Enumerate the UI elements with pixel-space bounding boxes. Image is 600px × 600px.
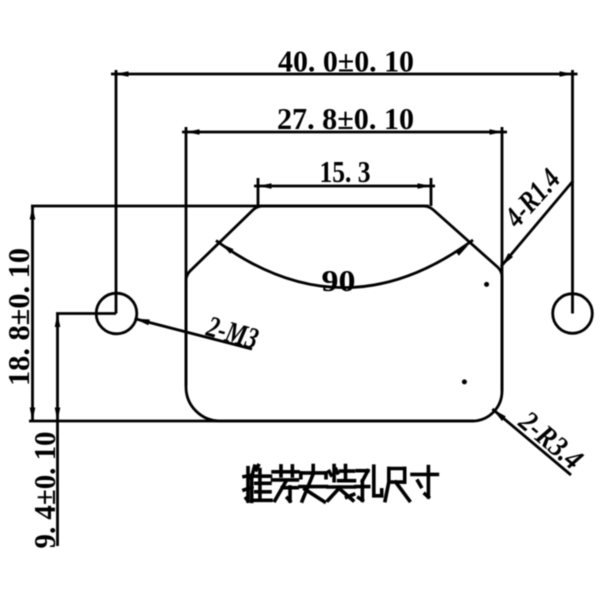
svg-text:9. 4±0. 10: 9. 4±0. 10 bbox=[27, 432, 62, 549]
svg-text:15. 3: 15. 3 bbox=[320, 154, 371, 189]
svg-text:40. 0±0. 10: 40. 0±0. 10 bbox=[278, 44, 414, 79]
svg-text:18. 8±0. 10: 18. 8±0. 10 bbox=[1, 248, 36, 386]
svg-text:27. 8±0. 10: 27. 8±0. 10 bbox=[277, 101, 414, 136]
svg-text:90: 90 bbox=[322, 263, 356, 298]
